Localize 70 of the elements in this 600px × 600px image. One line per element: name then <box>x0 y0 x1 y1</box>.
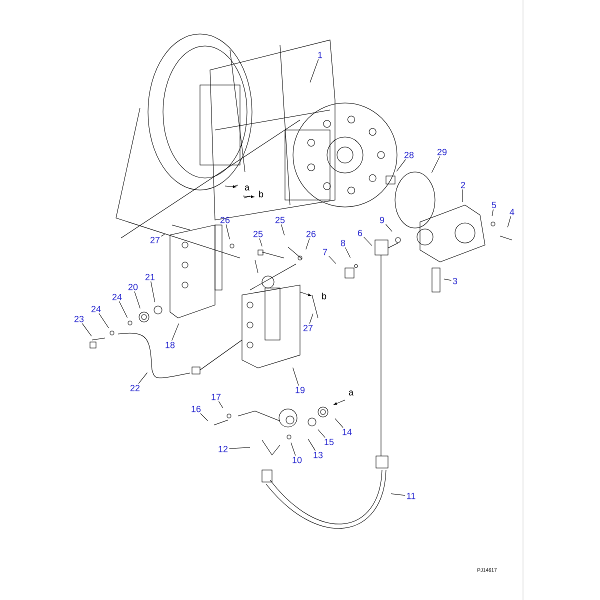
callout-number: 7 <box>322 248 328 256</box>
leader-line <box>310 59 319 83</box>
callout-number: 21 <box>145 274 155 280</box>
callout-number: 26 <box>220 216 230 224</box>
callout-number: 14 <box>342 428 352 436</box>
callout-number: 10 <box>292 456 302 464</box>
callout-number: 25 <box>253 230 263 238</box>
leader-line <box>431 156 440 173</box>
leader-line <box>134 291 140 309</box>
leader-line <box>259 238 262 247</box>
callout-number: 26 <box>306 230 316 238</box>
leader-line <box>226 224 230 240</box>
leader-line <box>364 236 372 246</box>
callout-number: 17 <box>212 394 221 400</box>
callout-number: 29 <box>437 148 447 156</box>
leader-line <box>82 323 92 336</box>
leader-line <box>281 224 285 236</box>
callout-number: 25 <box>275 216 285 224</box>
callout-number: 27 <box>303 324 313 332</box>
leader-line <box>492 209 494 216</box>
leader-line <box>118 301 128 318</box>
leader-line <box>390 493 406 496</box>
callout-number: 3 <box>452 278 458 284</box>
callout-number: 5 <box>492 202 496 208</box>
callout-number: 13 <box>314 452 323 458</box>
leader-line <box>218 401 224 408</box>
leader-line <box>200 413 208 421</box>
callout-number: 4 <box>510 208 514 216</box>
leader-line <box>292 367 299 386</box>
callout-number: 24 <box>112 294 122 300</box>
callout-number: 8 <box>340 240 346 246</box>
reference-letter: a <box>348 390 354 396</box>
leader-line <box>507 216 511 228</box>
leader-line <box>161 234 166 236</box>
callout-number: 12 <box>218 446 228 452</box>
leader-line <box>386 224 392 232</box>
leader-line <box>328 256 336 264</box>
reference-letter: b <box>322 292 326 300</box>
callout-number: 28 <box>404 152 414 158</box>
leader-line <box>396 159 406 172</box>
leader-line <box>98 313 109 328</box>
leader-line <box>344 247 351 258</box>
callout-number: 16 <box>192 406 201 412</box>
leader-line <box>318 429 326 438</box>
callout-number: 1 <box>318 52 322 58</box>
callout-number: 2 <box>460 182 466 188</box>
leader-line <box>462 189 464 202</box>
callout-number: 9 <box>380 216 384 224</box>
leader-line <box>290 442 296 456</box>
reference-letter: a <box>244 186 250 190</box>
callout-number: 15 <box>324 438 334 446</box>
reference-letter: b <box>259 190 264 198</box>
leader-line <box>309 313 314 324</box>
leader-line <box>172 323 179 341</box>
callout-number: 22 <box>130 384 140 392</box>
callout-number: 23 <box>74 316 84 322</box>
leader-line <box>334 418 344 428</box>
leader-line <box>229 447 250 449</box>
leader-line <box>150 281 156 302</box>
leader-line <box>138 372 148 384</box>
leader-line <box>308 438 316 451</box>
callout-number: 27 <box>150 236 160 244</box>
callout-number: 20 <box>128 284 138 290</box>
callout-number: 11 <box>407 492 416 500</box>
leader-line <box>306 238 310 250</box>
callout-number: 18 <box>166 342 175 348</box>
leader-line <box>444 278 452 281</box>
callout-number: 6 <box>358 230 362 236</box>
callout-number: 19 <box>296 386 305 394</box>
callout-number: 24 <box>91 306 101 312</box>
